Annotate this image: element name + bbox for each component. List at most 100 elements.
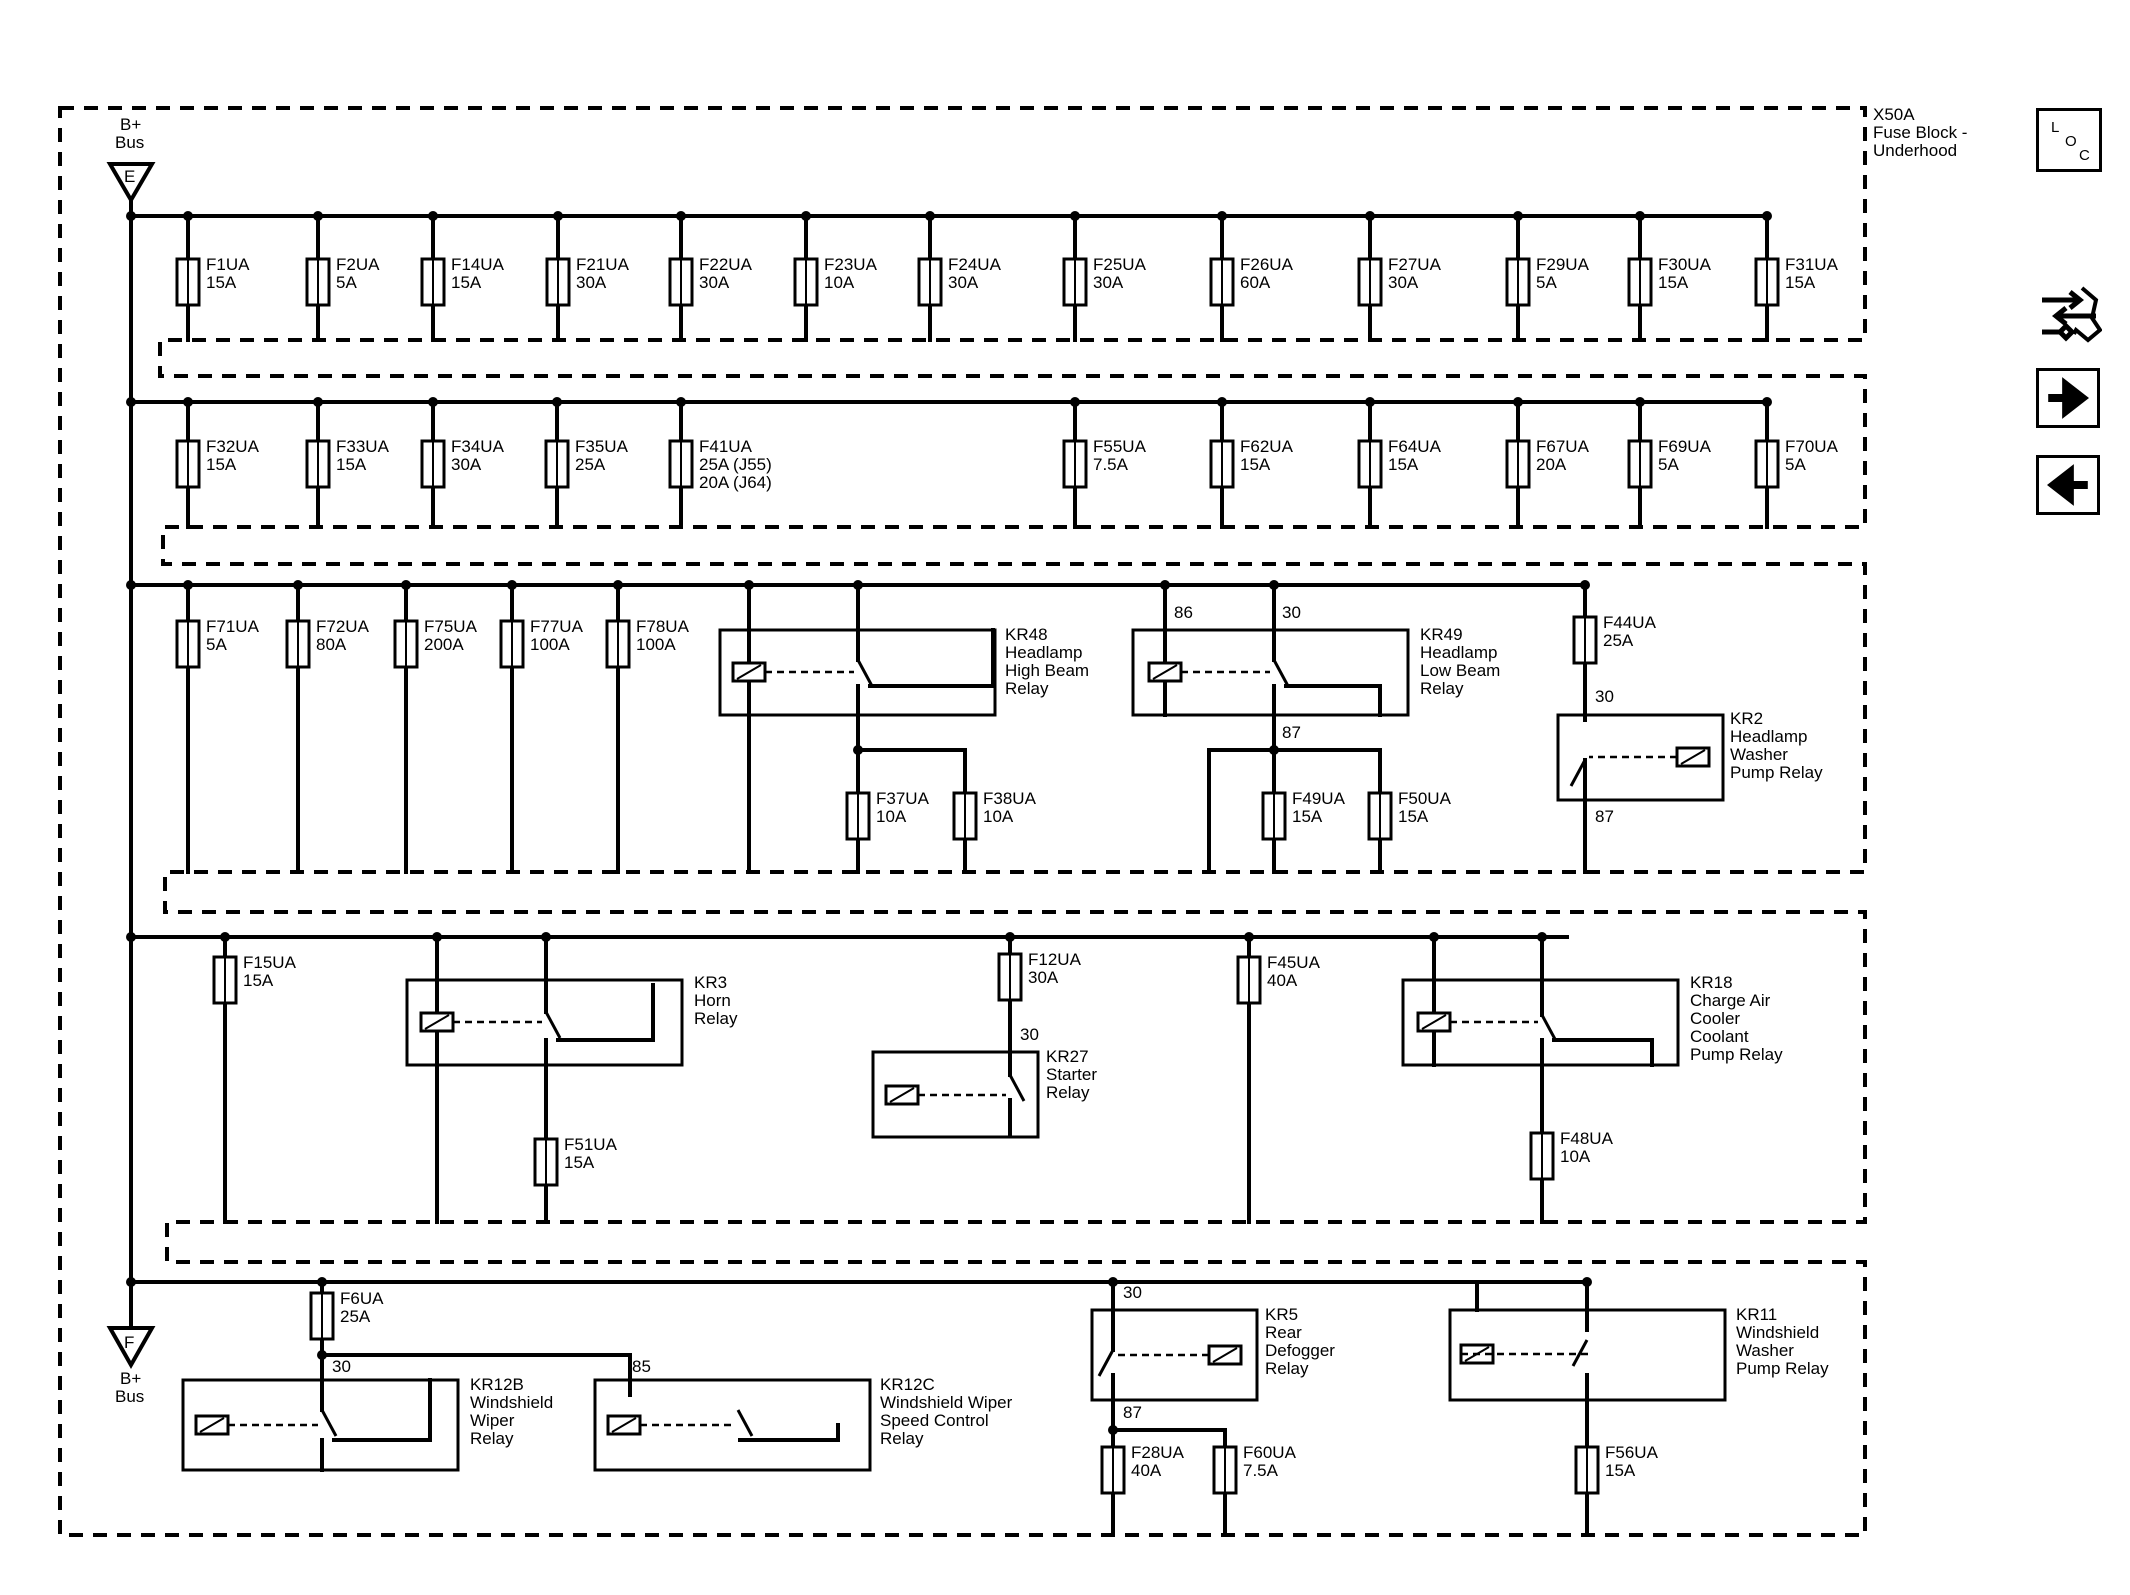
relay-switch <box>1008 1074 1026 1102</box>
relay-box <box>1448 1308 1727 1402</box>
fuse-rating: 15A <box>1240 455 1271 474</box>
fuse-id: F25UA <box>1093 255 1147 274</box>
fuse-id: F27UA <box>1388 255 1442 274</box>
fuse-rating: 100A <box>636 635 676 654</box>
coil-slash <box>1212 1347 1238 1363</box>
fuse-rating: 5A <box>1785 455 1806 474</box>
fuse-rating: 10A <box>824 273 855 292</box>
service-icon[interactable] <box>2038 278 2103 348</box>
next-page-button[interactable] <box>2036 368 2100 428</box>
fuse-rating: 30A <box>948 273 979 292</box>
relay-box <box>593 1378 872 1472</box>
relay-switch <box>320 1409 338 1437</box>
pin-87: 87 <box>1123 1403 1142 1422</box>
pin-30: 30 <box>1123 1283 1142 1302</box>
prev-page-button[interactable] <box>2036 455 2100 515</box>
relay-box <box>871 1050 1040 1139</box>
relay-switch <box>1540 1014 1558 1042</box>
coil-slash <box>736 664 762 680</box>
fuse-id: F64UA <box>1388 437 1442 456</box>
loc-letter-c: C <box>2079 147 2090 164</box>
fuse-id: F56UA <box>1605 1443 1659 1462</box>
relay-desc: Low Beam <box>1420 661 1500 680</box>
relay-desc: High Beam <box>1005 661 1089 680</box>
bus-bottom-label: B+ <box>120 1369 141 1388</box>
relay-desc: Starter <box>1046 1065 1097 1084</box>
relay-switch <box>544 1011 562 1039</box>
relay-desc: Cooler <box>1690 1009 1740 1028</box>
fuse-rating: 25A <box>340 1307 371 1326</box>
bus-bottom-conn: F <box>124 1333 134 1352</box>
fuse-rating: 15A <box>1658 273 1689 292</box>
relay-id: KR2 <box>1730 709 1763 728</box>
relay-id: KR12B <box>470 1375 524 1394</box>
relay-box <box>181 1378 460 1472</box>
relay-switch <box>856 659 874 687</box>
fuse-rating: 10A <box>876 807 907 826</box>
fuse-id: F28UA <box>1131 1443 1185 1462</box>
junction <box>126 580 136 590</box>
fuse-id: F12UA <box>1028 950 1082 969</box>
pin-87: 87 <box>1595 807 1614 826</box>
fuse-id: F1UA <box>206 255 250 274</box>
coil-slash <box>1680 749 1706 765</box>
pin-30: 30 <box>1595 687 1614 706</box>
fuse-id: F48UA <box>1560 1129 1614 1148</box>
fuse-rating-2: 20A (J64) <box>699 473 772 492</box>
fuse-id: F67UA <box>1536 437 1590 456</box>
relay-box <box>1131 628 1410 717</box>
arrow-right-icon <box>2048 377 2089 419</box>
relay-id: KR18 <box>1690 973 1733 992</box>
junction <box>126 932 136 942</box>
relay-id: KR11 <box>1736 1305 1777 1324</box>
fuse-rating: 15A <box>206 273 237 292</box>
bus-top-connector <box>106 162 156 204</box>
fuse-rating: 5A <box>1536 273 1557 292</box>
pin-87: 87 <box>1282 723 1301 742</box>
fuse-id: F55UA <box>1093 437 1147 456</box>
relay-desc: Windshield Wiper <box>880 1393 1013 1412</box>
fuse-rating: 40A <box>1131 1461 1162 1480</box>
relay-box <box>1556 713 1725 802</box>
loc-button[interactable]: L O C <box>2036 108 2102 172</box>
fuse-id: F24UA <box>948 255 1002 274</box>
fuse-rating: 7.5A <box>1243 1461 1279 1480</box>
fuse-id: F31UA <box>1785 255 1839 274</box>
fuse-rating: 15A <box>1605 1461 1636 1480</box>
junction <box>126 1277 136 1287</box>
fuse-id: F44UA <box>1603 613 1657 632</box>
relay-id: KR49 <box>1420 625 1463 644</box>
fuse-id: F21UA <box>576 255 630 274</box>
fuse-id: F29UA <box>1536 255 1590 274</box>
fuse-rating: 7.5A <box>1093 455 1129 474</box>
coil-slash <box>889 1087 915 1103</box>
fuse-id: F50UA <box>1398 789 1452 808</box>
relay-desc: Charge Air <box>1690 991 1771 1010</box>
relay-id: KR48 <box>1005 625 1048 644</box>
block-name: Fuse Block - <box>1873 123 1967 142</box>
fuse-id: F77UA <box>530 617 584 636</box>
